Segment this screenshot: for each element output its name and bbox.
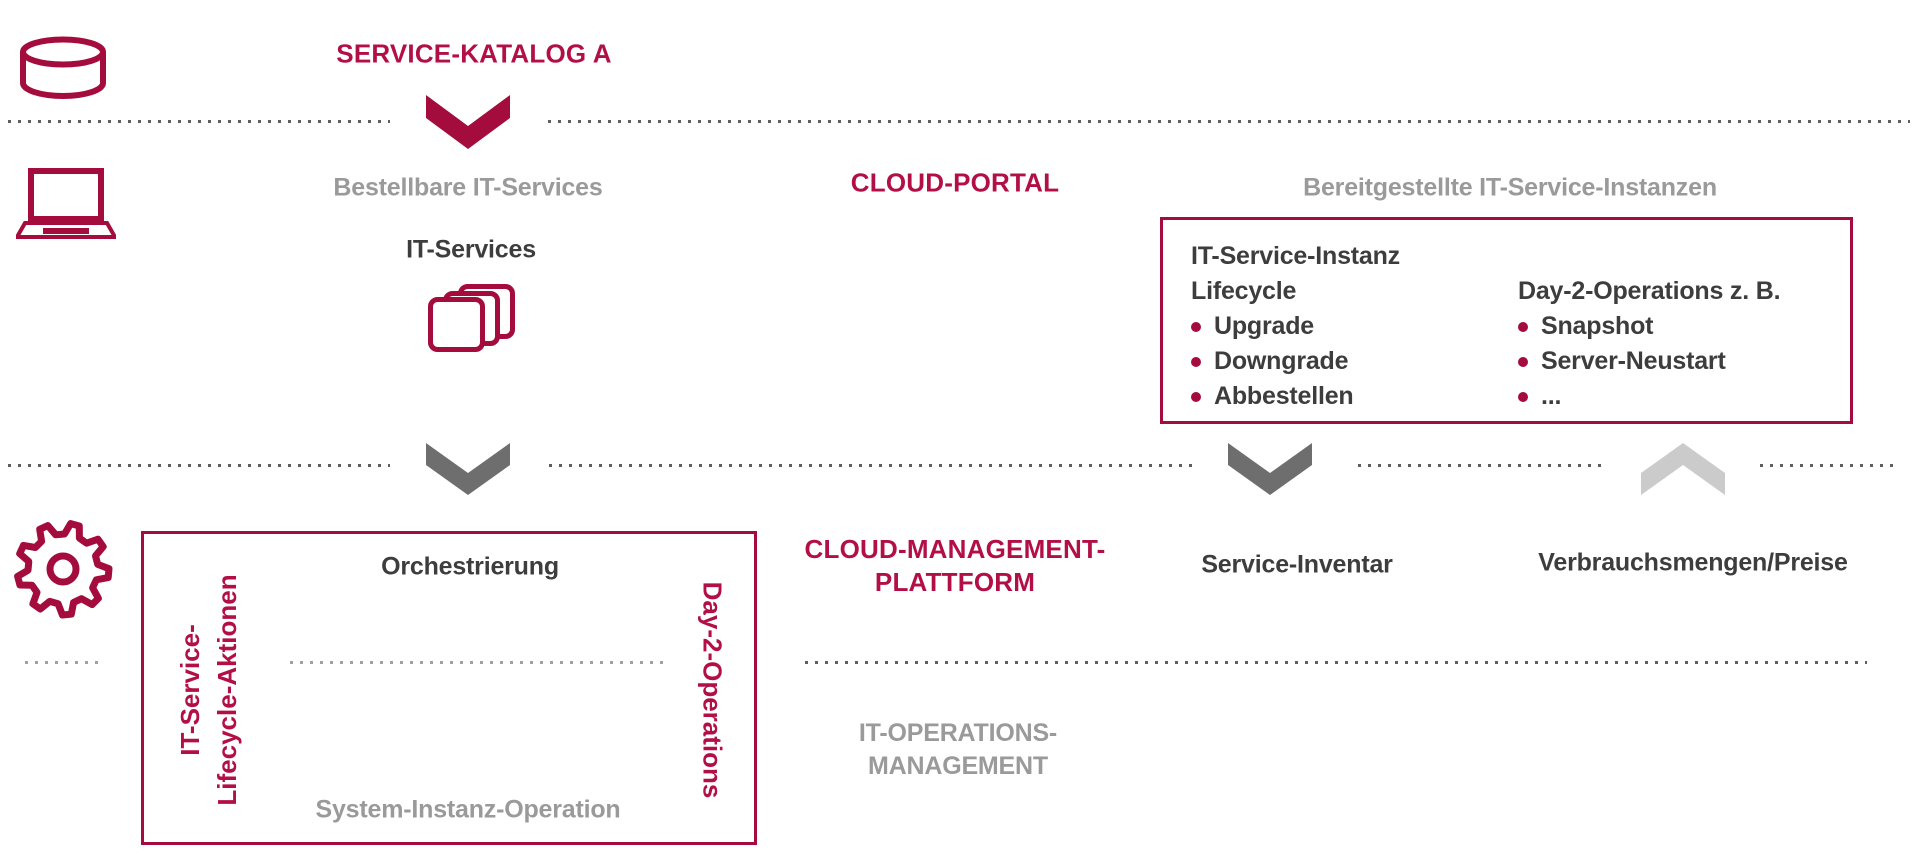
orchestrierung-label: Orchestrierung [381, 552, 559, 581]
laptop-icon [16, 168, 116, 240]
chevron-up-icon [1641, 443, 1725, 495]
chevron-down-icon [426, 443, 510, 495]
list-item: Downgrade [1191, 347, 1349, 376]
day2-heading: Day-2-Operations z. B. [1518, 277, 1781, 305]
chevron-down-icon [1228, 443, 1312, 495]
dotted-divider [8, 120, 390, 123]
service-inventar-label: Service-Inventar [1201, 550, 1393, 579]
cloud-portal-heading: CLOUD-PORTAL [850, 167, 1060, 198]
bestellbare-label: Bestellbare IT-Services [333, 173, 603, 202]
bullet-icon [1518, 322, 1528, 332]
stacked-cards-icon [428, 284, 516, 352]
it-operations-heading: IT-OPERATIONS- MANAGEMENT [858, 719, 1058, 780]
day2-operations-vertical-label: Day-2-Operations [697, 581, 728, 799]
dotted-divider [805, 661, 1867, 664]
dotted-divider [548, 120, 1910, 123]
list-item: Abbestellen [1191, 382, 1354, 411]
dotted-divider [290, 661, 664, 664]
instance-box-title: IT-Service-Instanz [1191, 242, 1400, 270]
it-services-label: IT-Services [406, 235, 536, 264]
list-item: Snapshot [1518, 312, 1653, 341]
database-icon [18, 36, 108, 100]
service-instance-box: IT-Service-Instanz Lifecycle Upgrade Dow… [1160, 217, 1853, 424]
dotted-divider [25, 661, 100, 664]
bereitgestellte-label: Bereitgestellte IT-Service-Instanzen [1303, 173, 1717, 202]
dotted-divider [1760, 464, 1895, 467]
bullet-icon [1191, 322, 1201, 332]
bullet-icon [1191, 357, 1201, 367]
lifecycle-aktionen-vertical-label: IT-Service- Lifecycle-Aktionen [175, 574, 242, 806]
bullet-icon [1518, 357, 1528, 367]
cloud-management-heading: CLOUD-MANAGEMENT- PLATTFORM [804, 534, 1106, 597]
bullet-icon [1518, 392, 1528, 402]
gear-icon [10, 516, 116, 622]
list-item: ... [1518, 382, 1561, 411]
orchestration-box [141, 531, 757, 845]
dotted-divider [549, 464, 1195, 467]
system-instanz-label: System-Instanz-Operation [315, 795, 621, 824]
list-item: Server-Neustart [1518, 347, 1726, 376]
service-katalog-heading: SERVICE-KATALOG A [336, 38, 612, 69]
dotted-divider [8, 464, 390, 467]
list-item: Upgrade [1191, 312, 1314, 341]
dotted-divider [1358, 464, 1605, 467]
chevron-down-icon [426, 95, 510, 150]
verbrauchsmengen-label: Verbrauchsmengen/Preise [1538, 548, 1848, 577]
bullet-icon [1191, 392, 1201, 402]
lifecycle-heading: Lifecycle [1191, 277, 1297, 305]
